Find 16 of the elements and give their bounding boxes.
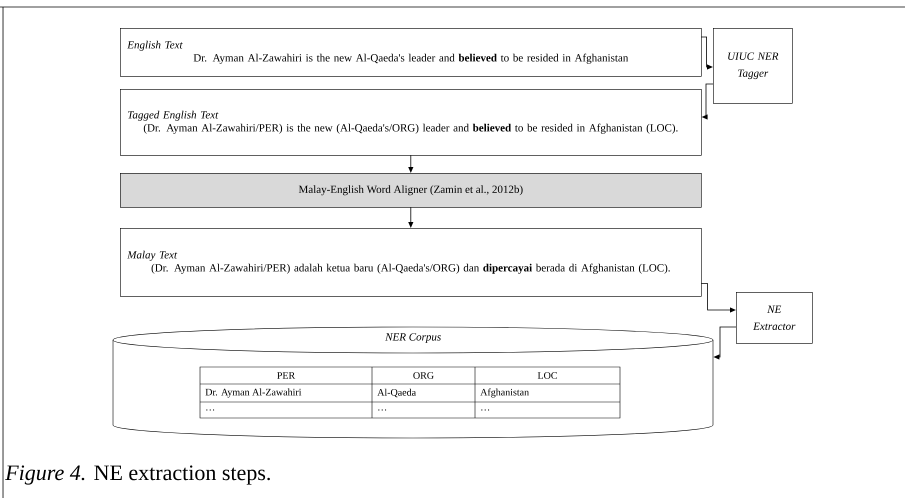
table-cell: LOC — [538, 372, 557, 379]
tool-box: NE Extractor — [736, 292, 813, 344]
table-cell: … — [206, 409, 214, 411]
table-cell: PER — [277, 372, 296, 379]
table-cell: ORG — [413, 372, 434, 379]
figure-caption: Figure 4. NE extraction steps. — [5, 465, 270, 485]
table-cell: … — [481, 409, 490, 411]
text-box: English Text Dr. Ayman Al-Zawahiri is the new Al-Qaeda's leader and believed to be resided in Afghanistan — [120, 28, 702, 77]
process-box: Malay-English Word Aligner (Zamin et al., 2012b) — [120, 173, 702, 208]
text-box: Malay Text (Dr. Ayman Al-Zawahiri/PER) adalah ketua baru (Al-Qaeda's/ORG) dan dipercayai berada di Afghanistan (LOC). — [120, 228, 702, 297]
text-box: Tagged English Text (Dr. Ayman Al-Zawahiri/PER) is the new (Al-Qaeda's/ORG) leader and believed to be resided in Afghanistan (LOC). — [120, 89, 702, 156]
table-cell: Al-Qaeda — [377, 388, 416, 398]
tool-box: UIUC NER Tagger — [713, 28, 793, 104]
table-cell: Afghanistan — [480, 388, 529, 398]
table-cell: Dr. Ayman Al-Zawahiri — [206, 388, 302, 398]
table-cell: … — [378, 409, 386, 411]
